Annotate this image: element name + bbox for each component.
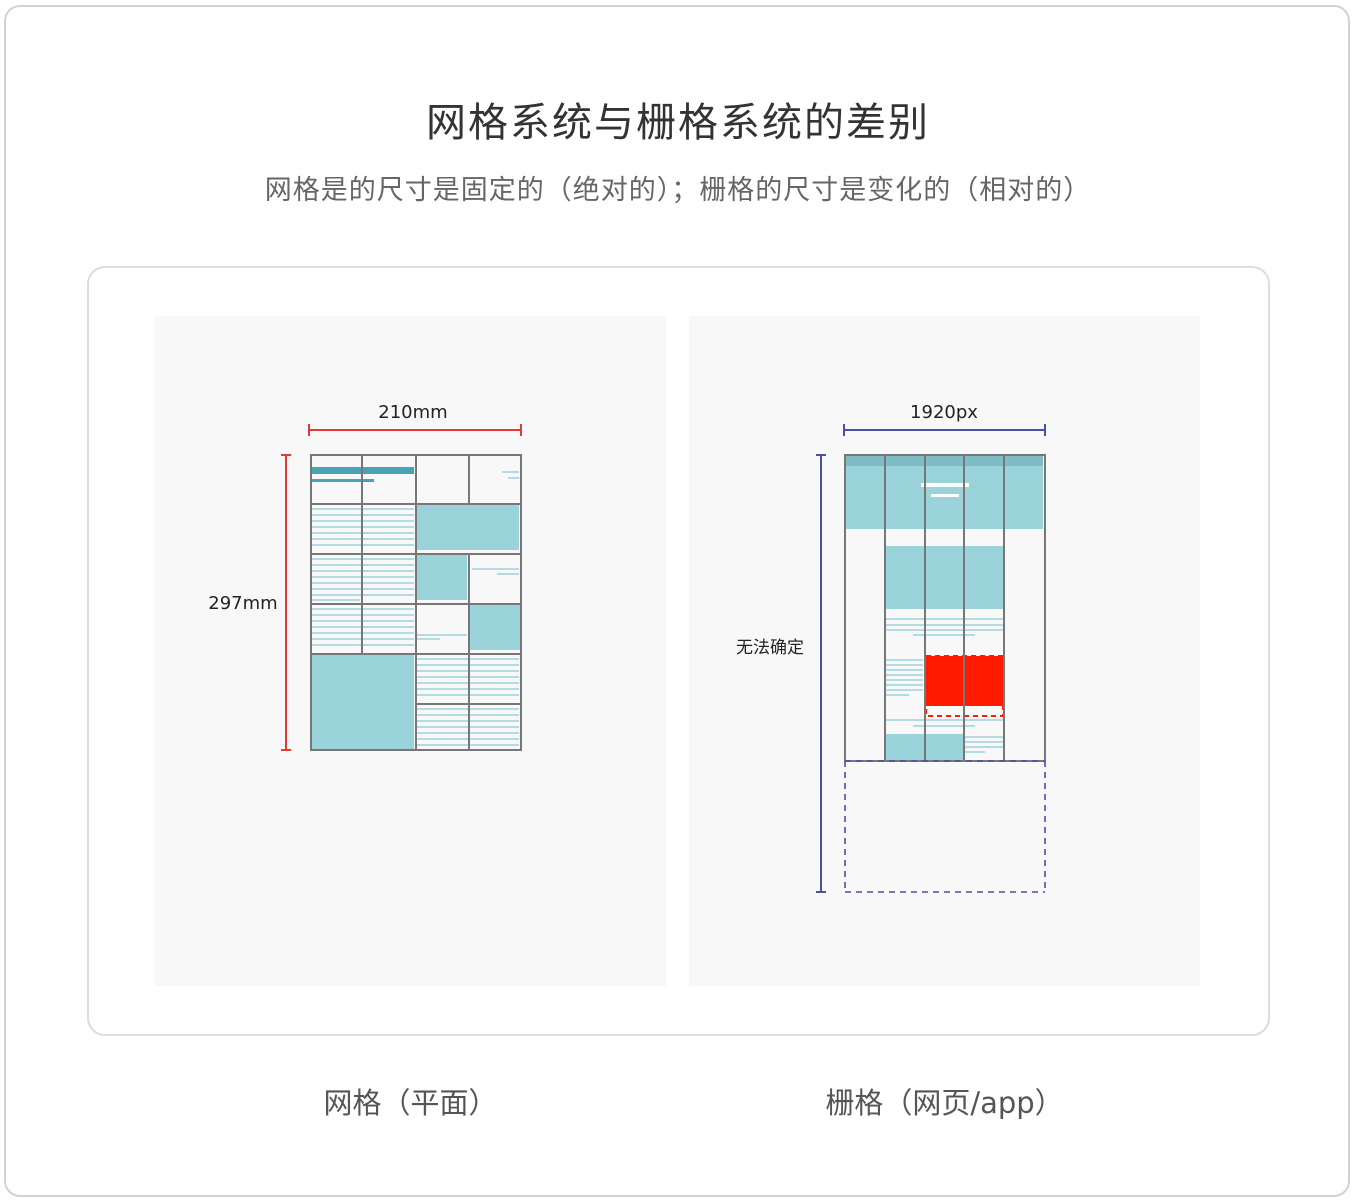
layout-grid-diagram: 1920px 无法确定	[736, 402, 1046, 893]
width-label: 210mm	[378, 402, 447, 423]
banner-top-bar	[846, 456, 1043, 466]
content-blocks	[312, 504, 520, 750]
grid-diagram: 210mm 297mm	[208, 402, 522, 751]
width-dimension	[843, 424, 1046, 436]
page-subtitle: 网格是的尺寸是固定的（绝对的）；栅格的尺寸是变化的（相对的）	[264, 175, 1092, 206]
grid-lines	[310, 454, 522, 751]
layout-grid-caption: 栅格（网页/app）	[825, 1086, 1064, 1120]
width-dimension	[308, 424, 522, 436]
unknown-height-area	[844, 760, 1046, 893]
banner-block	[846, 456, 1043, 529]
height-label: 297mm	[208, 593, 277, 614]
page-title: 网格系统与栅格系统的差别	[426, 100, 930, 146]
banner-subtitle-line	[931, 494, 959, 497]
height-dimension	[281, 454, 291, 751]
banner-title-line	[921, 483, 969, 487]
grid-caption: 网格（平面）	[323, 1086, 498, 1120]
height-dimension	[816, 454, 826, 893]
content-blocks	[886, 546, 1003, 760]
grid-lines	[844, 454, 1046, 762]
grid-panel: 210mm 297mm	[155, 316, 666, 986]
layout-grid-panel: 1920px 无法确定	[689, 316, 1200, 986]
width-label: 1920px	[910, 402, 978, 423]
height-label: 无法确定	[736, 638, 804, 658]
